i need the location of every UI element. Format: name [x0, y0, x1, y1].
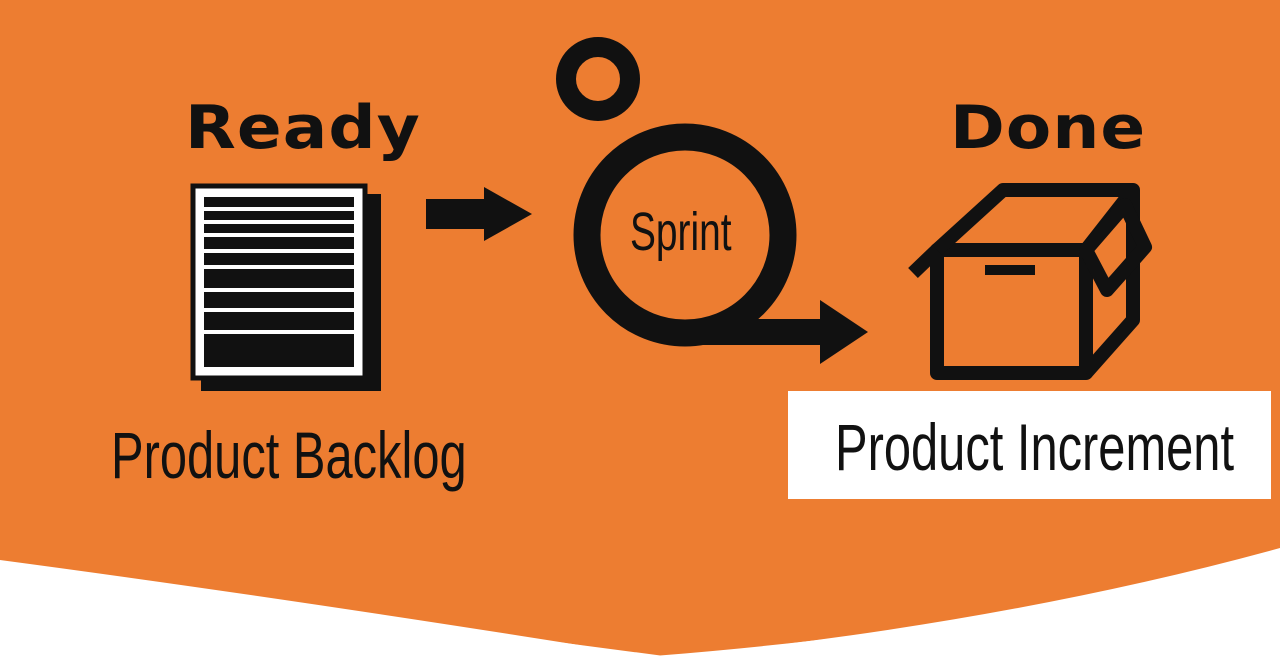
- product-backlog-caption: Product Backlog: [111, 418, 467, 492]
- arrow-to-sprint-icon: [426, 187, 532, 241]
- product-increment-label-box: [788, 391, 1271, 499]
- ready-heading: Ready: [185, 93, 421, 163]
- swoosh-line-right: [659, 553, 1280, 658]
- done-heading: Done: [950, 93, 1147, 163]
- swoosh-line: [0, 568, 661, 658]
- box-handle-icon: [985, 265, 1035, 275]
- sprint-loop-icon: [556, 37, 868, 364]
- document-list-icon: [190, 183, 381, 391]
- open-box-icon: [908, 183, 1152, 380]
- sprint-label: Sprint: [630, 202, 732, 262]
- product-increment-caption: Product Increment: [835, 410, 1235, 484]
